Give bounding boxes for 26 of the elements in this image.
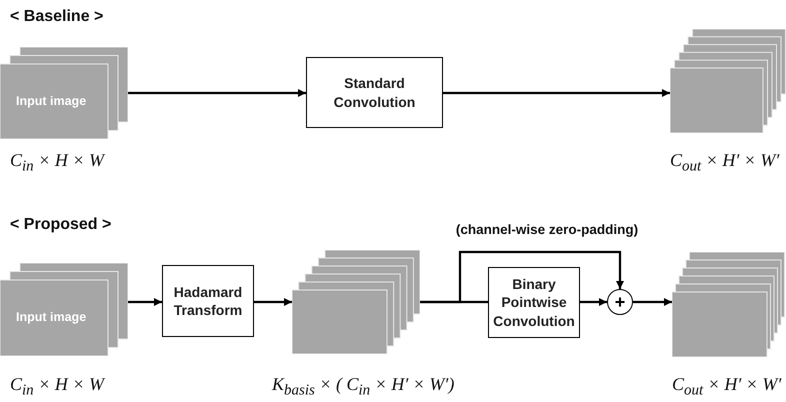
- process-box: Binary Pointwise Convolution: [488, 267, 580, 338]
- dimension-formula: C$_{out}$ × H′ × W′: [672, 374, 782, 400]
- dimension-formula: K$_{basis}$ × ( C$_{in}$ × H′ × W′): [272, 374, 454, 400]
- dimension-formula: C$_{in}$ × H × W: [10, 150, 104, 176]
- process-box: Standard Convolution: [306, 57, 443, 128]
- image-stack: [672, 252, 784, 357]
- section-heading: < Proposed >: [10, 216, 112, 234]
- sum-circle: +: [607, 289, 633, 315]
- arrow: [254, 298, 292, 306]
- image-label: Input image: [16, 94, 86, 108]
- arrow: [633, 298, 672, 306]
- dimension-formula: C$_{in}$ × H × W: [10, 374, 104, 400]
- section-heading: < Baseline >: [10, 8, 104, 26]
- image-stack: [0, 263, 128, 356]
- arrow: [420, 250, 624, 304]
- image-stack: [670, 29, 786, 133]
- arrow: [443, 89, 670, 97]
- image-label: Input image: [16, 310, 86, 324]
- process-box: Hadamard Transform: [162, 265, 254, 337]
- arrow: [128, 89, 306, 97]
- arrow: [128, 298, 162, 306]
- dimension-formula: C$_{out}$ × H′ × W′: [670, 150, 780, 176]
- image-stack: [292, 250, 420, 354]
- arrow: [580, 298, 607, 306]
- image-stack: [0, 47, 128, 139]
- edge-label: (channel-wise zero-padding): [456, 222, 638, 237]
